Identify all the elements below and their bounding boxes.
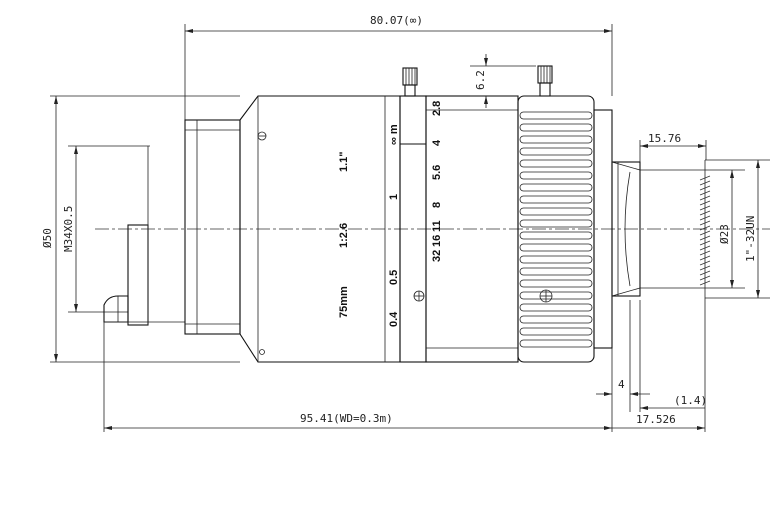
screw-height-dimension: 6.2	[470, 54, 536, 108]
knurl-rib	[519, 147, 593, 156]
thread-hatch-line	[699, 230, 711, 236]
focus-lock-screw-icon	[402, 67, 418, 97]
mount-thread-label: 1"-32UN	[744, 216, 757, 262]
knurl-rib	[519, 255, 593, 264]
back-focal-label: 15.76	[648, 132, 681, 145]
thread-hatch-line	[699, 275, 711, 281]
knurl-rib	[519, 327, 593, 336]
knurl-rib	[519, 111, 593, 120]
thread-hatch-line	[699, 270, 711, 276]
iris-scale: 32 16 11 8 5.6 4 2.8	[431, 101, 443, 262]
iris-scale-value: 11	[431, 220, 443, 232]
iris-scale-value: 4	[431, 139, 443, 146]
thread-hatch-line	[699, 190, 711, 196]
aperture-marking: 1:2.6	[338, 223, 350, 248]
thread-hatch-line	[699, 280, 711, 286]
focus-scale: 0.4 0.5 1 ∞ m	[388, 124, 426, 327]
focus-scale-value: 1	[388, 194, 400, 200]
overall-length-label: 80.07(∞)	[370, 14, 423, 27]
format-marking: 1.1"	[338, 151, 350, 172]
flange-dimensions: 4 (1.4) 17.526	[596, 300, 707, 432]
focus-scale-value: ∞ m	[388, 124, 400, 145]
iris-scale-value: 2.8	[431, 101, 443, 116]
knurl-rib	[519, 171, 593, 180]
knurl-rib	[519, 135, 593, 144]
image-circle-dimension: Ø23	[705, 169, 745, 289]
thread-hatch-line	[699, 245, 711, 251]
body-diameter-dimension: Ø50	[41, 95, 240, 363]
thread-hatch-line	[699, 205, 711, 211]
thread-hatch-line	[699, 185, 711, 191]
thread-hatch-line	[699, 235, 711, 241]
screw-icon	[259, 349, 265, 355]
front-barrel	[103, 119, 241, 335]
knurl-rib	[519, 207, 593, 216]
filter-thread-dimension: M34X0.5	[62, 145, 150, 313]
knurl-rib	[519, 279, 593, 288]
thread-hatch-line	[699, 200, 711, 206]
knurl-rib	[519, 303, 593, 312]
focus-scale-value: 0.4	[388, 311, 400, 327]
focus-scale-value: 0.5	[388, 270, 400, 285]
mount-thread-dimension: 1"-32UN	[705, 159, 770, 299]
thread-hatch-line	[699, 175, 711, 181]
flange-offset-label: 4	[618, 378, 625, 391]
iris-lock-screw-icon	[537, 65, 553, 97]
thread-hatch-line	[699, 260, 711, 266]
thread-hatch-line	[699, 240, 711, 246]
knurl-rib	[519, 231, 593, 240]
thread-hatch-line	[699, 195, 711, 201]
knurl-rib	[519, 219, 593, 228]
thread-hatch-line	[699, 215, 711, 221]
iris-scale-value: 5.6	[431, 165, 443, 180]
thread-hatch-line	[699, 255, 711, 261]
overall-length-dimension: 80.07(∞)	[184, 14, 613, 120]
knurl-rib	[519, 183, 593, 192]
image-circle-label: Ø23	[718, 224, 731, 244]
knurl-rib	[519, 315, 593, 324]
rear-mount	[593, 109, 711, 349]
iris-scale-value: 8	[431, 202, 443, 208]
knurl-rib	[519, 339, 593, 348]
screw-height-label: 6.2	[474, 70, 487, 90]
back-focal-dimension: 15.76	[639, 132, 707, 162]
thread-hatch-line	[699, 210, 711, 216]
total-length-dimension: 95.41(WD=0.3m)	[103, 322, 612, 432]
flange-focal-label: 17.526	[636, 413, 676, 426]
total-length-label: 95.41(WD=0.3m)	[300, 412, 393, 425]
knurl-rib	[519, 123, 593, 132]
iris-scale-value: 16	[431, 235, 443, 247]
thread-hatch-line	[699, 220, 711, 226]
thread-hatch-line	[699, 180, 711, 186]
lens-markings: 75mm 1:2.6 1.1"	[338, 151, 350, 318]
knurl-rib	[519, 267, 593, 276]
knurl-rib	[519, 195, 593, 204]
knurl-rib	[519, 159, 593, 168]
thread-hatch-line	[699, 250, 711, 256]
knurl-rib	[519, 243, 593, 252]
thread-hatch-line	[699, 225, 711, 231]
filter-thread-label: M34X0.5	[62, 206, 75, 252]
iris-scale-value: 32	[431, 250, 443, 262]
body-diameter-label: Ø50	[41, 228, 54, 248]
flange-gap-label: (1.4)	[674, 394, 707, 407]
knurl-rib	[519, 291, 593, 300]
thread-hatch-line	[699, 265, 711, 271]
focal-length-marking: 75mm	[338, 286, 350, 318]
